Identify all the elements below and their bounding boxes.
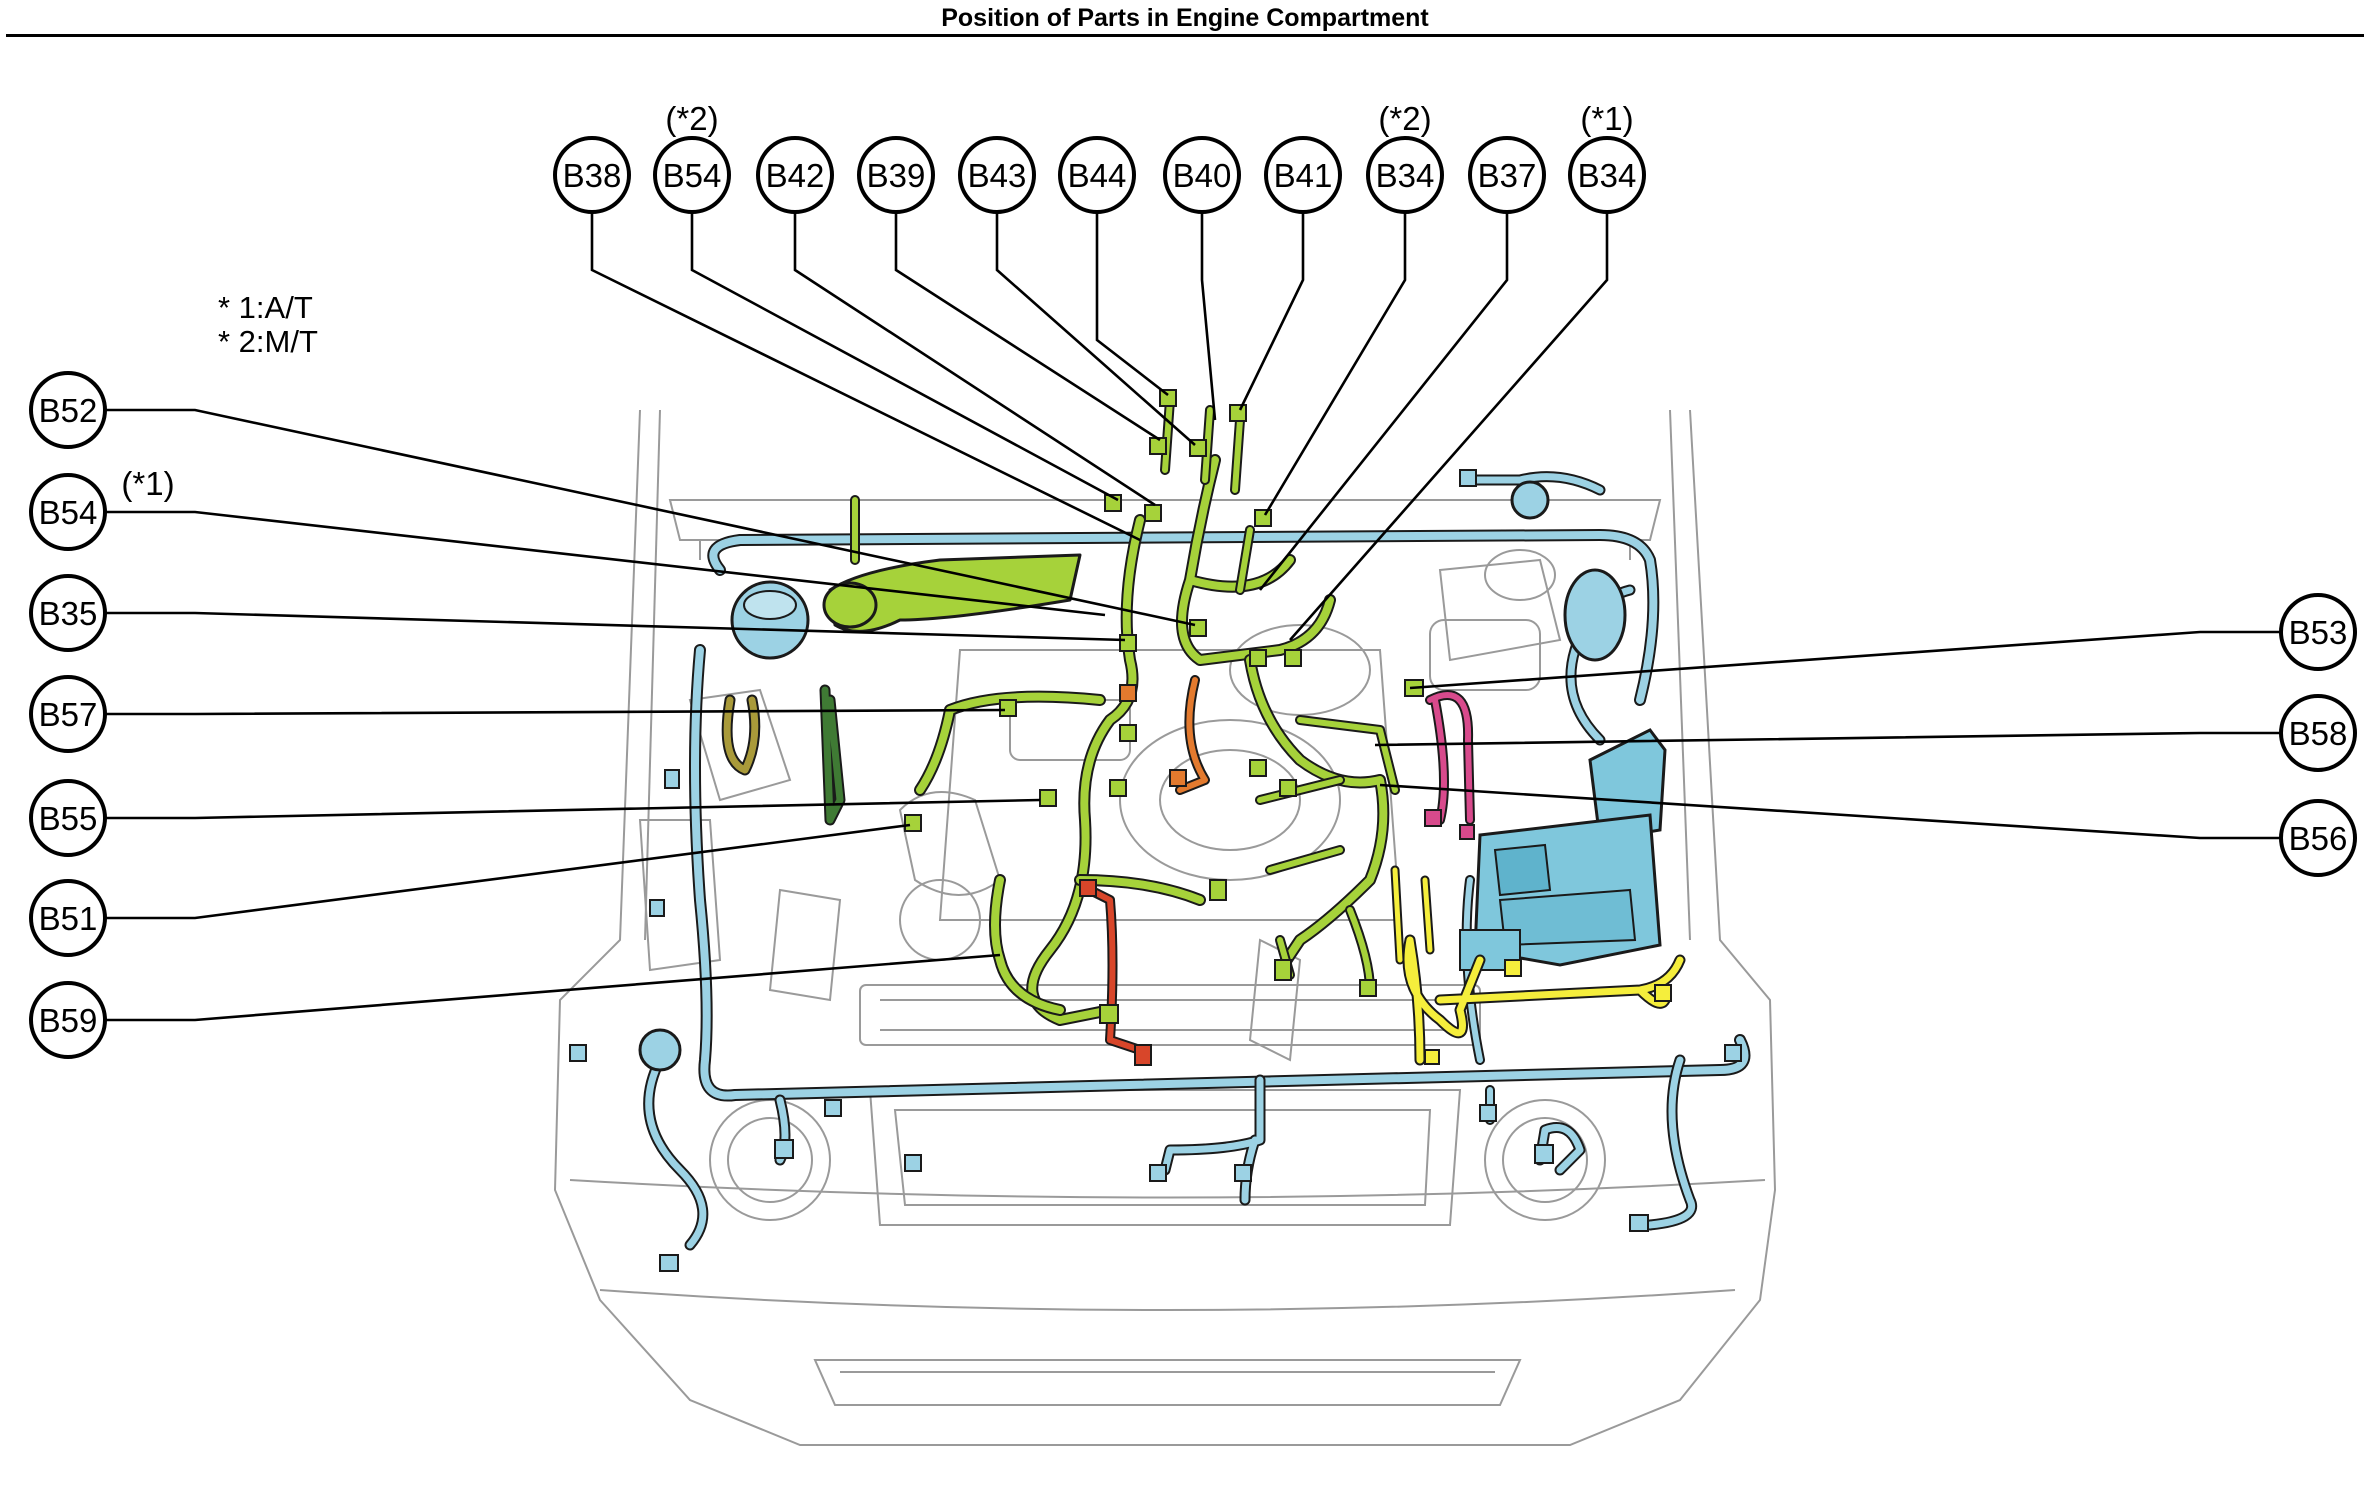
callout-b38: B38 (553, 136, 631, 214)
callout-b59: B59 (29, 981, 107, 1059)
callout-b53: B53 (2279, 593, 2357, 671)
leader-b34-top1 (1289, 205, 1609, 641)
leader-b43 (995, 205, 1196, 446)
leader-b34-top2 (1263, 205, 1407, 516)
callout-label: B59 (39, 1002, 98, 1039)
callout-b51: B51 (29, 879, 107, 957)
callout-note: (*1) (1580, 100, 1633, 137)
leader-b39 (894, 205, 1161, 442)
leader-b52 (104, 408, 1196, 627)
connectors (569, 389, 1742, 1272)
top-callouts: B38 (*2) B54 B42 B39 B43 B44 B40 (553, 100, 1646, 214)
callout-b42: B42 (756, 136, 834, 214)
callout-label: B56 (2289, 820, 2348, 857)
leader-b53 (1409, 630, 2282, 690)
callout-label: B35 (39, 595, 98, 632)
callout-b56: B56 (2279, 799, 2357, 877)
callout-label: B39 (867, 157, 926, 194)
title-rule (6, 34, 2364, 37)
leader-b54-left (104, 510, 1106, 617)
leader-b41 (1238, 205, 1305, 411)
callout-b52: B52 (29, 371, 107, 449)
callout-label: B38 (563, 157, 622, 194)
callout-b41: B41 (1264, 136, 1342, 214)
callout-label: B58 (2289, 715, 2348, 752)
leader-b37 (1258, 205, 1509, 591)
callout-label: B52 (39, 392, 98, 429)
leader-b42 (793, 205, 1156, 507)
callout-b57: B57 (29, 675, 107, 753)
leader-b56 (1379, 783, 2282, 840)
right-callouts: B53 B58 B56 (2279, 593, 2357, 877)
callout-label: B53 (2289, 614, 2348, 651)
callout-b54-at: (*1) B54 (29, 465, 175, 551)
callout-b55: B55 (29, 779, 107, 857)
callout-b35: B35 (29, 574, 107, 652)
callout-label: B44 (1068, 157, 1127, 194)
leader-b35 (104, 611, 1126, 642)
callout-label: B43 (968, 157, 1027, 194)
note-mt: * 2:M/T (218, 324, 318, 359)
leader-b59 (104, 953, 1001, 1022)
callout-label: B54 (663, 157, 722, 194)
callout-b40: B40 (1163, 136, 1241, 214)
callout-b43: B43 (958, 136, 1036, 214)
leader-lines (104, 205, 2282, 1022)
leader-b57 (104, 708, 1006, 716)
callout-label: B57 (39, 696, 98, 733)
battery-fuse-block (1459, 728, 1667, 971)
note-at: * 1:A/T (218, 290, 313, 325)
callout-b34-at: (*1) B34 (1568, 100, 1646, 214)
callout-b54-mt: (*2) B54 (653, 100, 731, 214)
leader-b54-top (690, 205, 1119, 502)
callout-label: B40 (1173, 157, 1232, 194)
callout-note: (*2) (665, 100, 718, 137)
footnote-legend: * 1:A/T * 2:M/T (218, 290, 318, 359)
leader-b51 (104, 823, 911, 920)
leader-b58 (1374, 731, 2282, 747)
callout-label: B34 (1376, 157, 1435, 194)
callout-b39: B39 (857, 136, 935, 214)
callout-note: (*2) (1378, 100, 1431, 137)
callout-label: B41 (1274, 157, 1333, 194)
callout-label: B51 (39, 900, 98, 937)
callout-b58: B58 (2279, 694, 2357, 772)
callout-label: B55 (39, 800, 98, 837)
callout-label: B37 (1478, 157, 1537, 194)
leader-b38 (590, 205, 1141, 542)
callout-label: B54 (39, 494, 98, 531)
callout-label: B34 (1578, 157, 1637, 194)
callout-b44: B44 (1058, 136, 1136, 214)
callout-label: B42 (766, 157, 825, 194)
leader-b44 (1095, 205, 1169, 397)
left-callouts: B52 (*1) B54 B35 B57 B55 B51 B59 (29, 371, 175, 1059)
page-title: Position of Parts in Engine Compartment (941, 4, 1429, 32)
minor-harnesses (721, 675, 1475, 1055)
yellow-harness (1390, 865, 1686, 1066)
leader-b40 (1200, 205, 1217, 421)
callout-b34-mt: (*2) B34 (1366, 100, 1444, 214)
leader-b55 (104, 798, 1041, 820)
callout-note: (*1) (121, 465, 174, 502)
blue-harness (638, 471, 1751, 1251)
callout-b37: B37 (1468, 136, 1546, 214)
